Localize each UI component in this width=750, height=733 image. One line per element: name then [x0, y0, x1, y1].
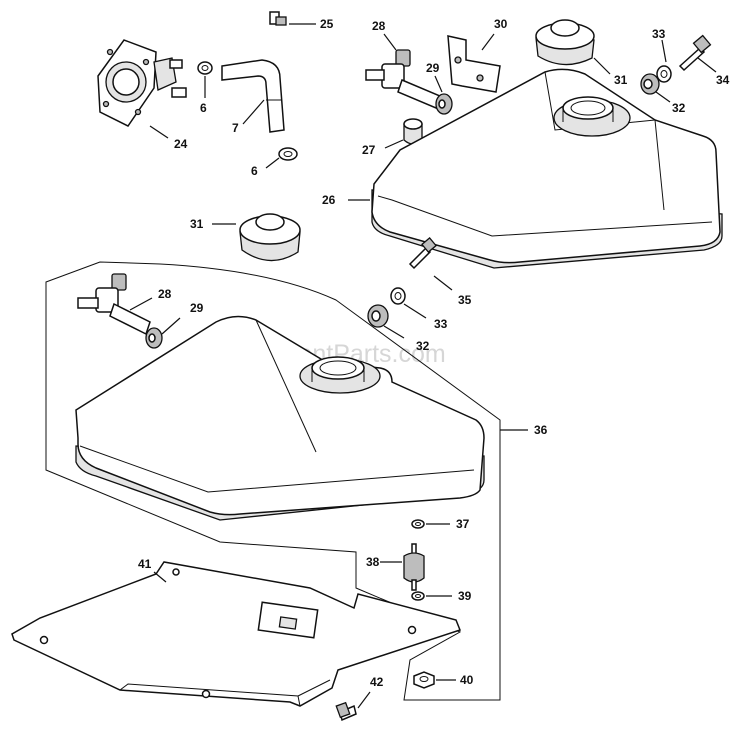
fuel-pump-24	[97, 39, 187, 127]
callout-33-middle: 33	[434, 317, 448, 331]
fuel-tank-26	[371, 68, 723, 269]
callout-6-top: 6	[200, 101, 207, 115]
leader-29-top	[434, 75, 443, 93]
leader-35	[433, 275, 453, 291]
callout-37: 37	[456, 517, 470, 531]
leader-41	[153, 571, 167, 583]
shutoff-valve-28-top	[365, 49, 441, 110]
bolt-42	[335, 701, 357, 722]
fuel-line-7	[221, 59, 285, 133]
leader-24	[149, 125, 169, 139]
washer-33-top	[656, 65, 672, 83]
callout-31-top: 31	[614, 73, 628, 87]
leader-29-middle	[161, 317, 181, 335]
nut-37	[411, 519, 425, 529]
callout-40: 40	[460, 673, 474, 687]
leader-42	[357, 691, 371, 709]
callout-42: 42	[370, 675, 384, 689]
leader-28-middle	[129, 297, 153, 311]
spacer-32-middle	[367, 304, 389, 328]
vibration-mount-38	[403, 543, 425, 591]
mounting-plate-41	[11, 561, 461, 707]
shutoff-valve-28-middle	[77, 273, 151, 336]
callout-28-top: 28	[372, 19, 386, 33]
callout-24: 24	[174, 137, 188, 151]
washer-33-middle	[390, 287, 406, 305]
fuel-cap-31-middle	[239, 213, 301, 262]
leader-27	[384, 139, 404, 149]
callout-29-top: 29	[426, 61, 440, 75]
leader-33-middle	[403, 303, 427, 319]
callout-36: 36	[534, 423, 548, 437]
callout-34: 34	[716, 73, 730, 87]
leader-34	[697, 57, 717, 73]
callout-39: 39	[458, 589, 472, 603]
callout-27: 27	[362, 143, 376, 157]
hose-clamp-6-bottom	[278, 147, 298, 161]
callout-32-middle: 32	[416, 339, 430, 353]
washer-39	[411, 591, 425, 601]
assembly-36-boundary	[45, 261, 501, 701]
fuel-tank-lower	[75, 315, 485, 521]
spacer-32-top	[640, 73, 660, 95]
callout-7: 7	[232, 121, 239, 135]
leader-6-bottom	[265, 157, 280, 169]
nut-40	[413, 671, 435, 689]
leader-32-middle	[383, 325, 405, 339]
callout-29-middle: 29	[190, 301, 204, 315]
bracket-30	[447, 35, 501, 93]
bolt-34	[678, 34, 712, 72]
clip-25	[269, 11, 287, 26]
fuel-cap-31-top	[535, 19, 595, 66]
grommet-29-top	[435, 93, 453, 115]
callout-26: 26	[322, 193, 336, 207]
leader-7	[242, 99, 265, 125]
bolt-35	[408, 237, 437, 270]
callout-6-bottom: 6	[251, 164, 258, 178]
leader-30	[481, 33, 495, 51]
leader-32-top	[655, 91, 671, 103]
callout-33-top: 33	[652, 27, 666, 41]
callout-25: 25	[320, 17, 334, 31]
callout-30: 30	[494, 17, 508, 31]
hose-clamp-6-top	[197, 61, 213, 75]
grommet-29-middle	[145, 327, 163, 349]
callout-32-top: 32	[672, 101, 686, 115]
leader-28-top	[383, 33, 397, 51]
leader-33-top	[661, 39, 667, 63]
callout-31-middle: 31	[190, 217, 204, 231]
callout-38: 38	[366, 555, 380, 569]
callout-28-middle: 28	[158, 287, 172, 301]
callout-35: 35	[458, 293, 472, 307]
leader-31-top	[593, 57, 611, 75]
callout-41: 41	[138, 557, 152, 571]
